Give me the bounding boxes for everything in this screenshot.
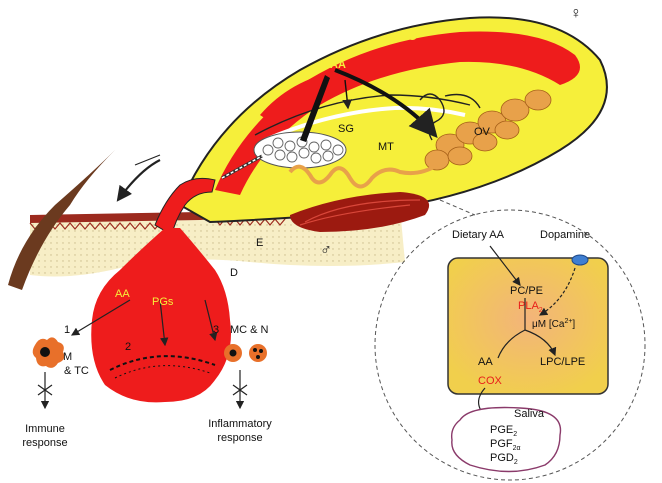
lesion-arrows [37, 154, 248, 410]
label-pgf2a: PGF2α [490, 438, 521, 452]
label-inflam-1: Inflammatory [208, 418, 272, 430]
arrow-dietary [489, 245, 521, 286]
label-inflam-2: response [217, 432, 262, 444]
cell-panel [374, 199, 646, 481]
dopamine-receptor [571, 254, 589, 266]
tick [154, 16, 608, 236]
label-aa-lesion: AA [115, 288, 130, 300]
label-mt: MT [378, 141, 394, 153]
male-tick [290, 192, 430, 232]
gut-lobe [260, 70, 340, 125]
label-lpc-lpe: LPC/LPE [540, 356, 585, 368]
salivary-gland [221, 131, 347, 180]
label-saliva: Saliva [514, 408, 545, 420]
label-sg: SG [338, 123, 354, 135]
label-pgs: PGs [152, 296, 174, 308]
male-symbol: ♂ [320, 242, 332, 259]
label-ov: OV [474, 126, 491, 138]
arrow-dopamine [538, 267, 576, 316]
label-aa-cell: AA [478, 356, 493, 368]
magnified-circle [374, 209, 646, 481]
label-ca: μM [Ca2+] [532, 318, 575, 330]
label-gut: G [408, 31, 417, 43]
label-pc-pe: PC/PE [510, 285, 543, 297]
hair [8, 150, 115, 290]
label-cox: COX [478, 375, 503, 387]
label-pge2: PGE2 [490, 424, 517, 438]
mouthparts [154, 177, 216, 236]
blood-vessel-inner [114, 365, 211, 379]
saliva-blob [450, 406, 562, 473]
zoom-line [439, 199, 476, 216]
black-arrow-2 [334, 68, 438, 139]
female-symbol: ♀ [570, 5, 582, 22]
arrow-to-mt [342, 79, 352, 110]
label-pgd2: PGD2 [490, 452, 518, 466]
black-arrow-1 [300, 75, 330, 142]
label-e: E [256, 237, 263, 249]
label-dietary-aa: Dietary AA [452, 229, 505, 241]
label-immune-2: response [22, 437, 67, 449]
label-mc-n: MC & N [230, 324, 269, 336]
macrophage [32, 337, 65, 368]
label-tc: & TC [64, 365, 89, 377]
label-2: 2 [125, 341, 131, 353]
label-d: D [230, 267, 238, 279]
label-3: 3 [213, 324, 219, 336]
mast-cells [224, 344, 267, 362]
label-immune-1: Immune [25, 423, 65, 435]
cell-body [447, 257, 609, 395]
label-aa-top: AA [330, 59, 346, 71]
label-m: M [63, 351, 72, 363]
label-pla2: PLA2 [518, 300, 543, 314]
oviduct [288, 163, 439, 189]
label-dopamine: Dopamine [540, 229, 590, 241]
ovary [424, 89, 552, 171]
label-1: 1 [64, 324, 70, 336]
inner-tube-2 [264, 105, 466, 142]
arrow-split [497, 298, 555, 358]
